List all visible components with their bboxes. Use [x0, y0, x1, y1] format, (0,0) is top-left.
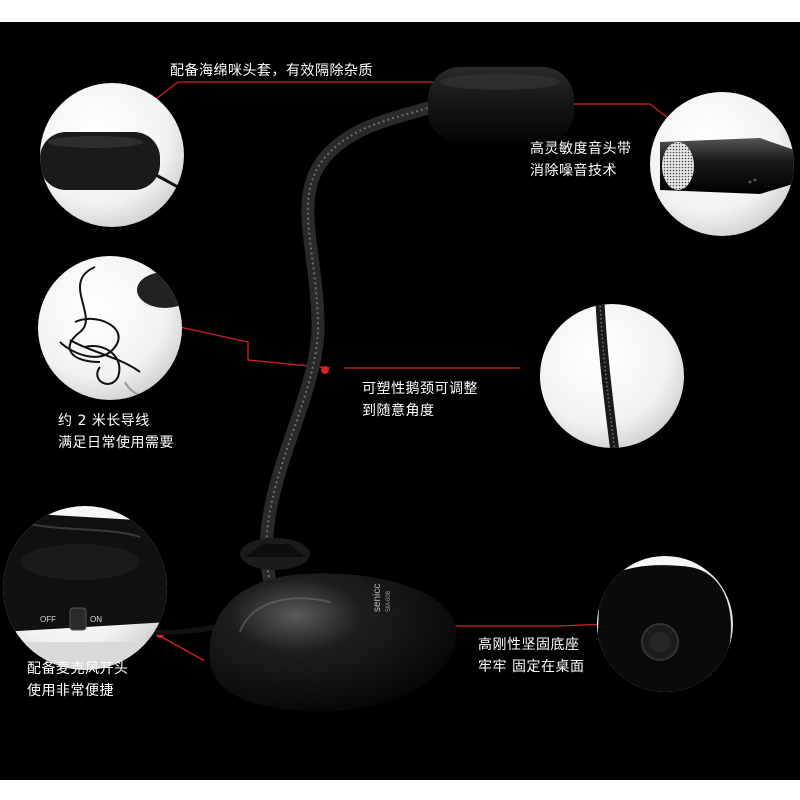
- callout-cable-line1: 约 2 米长导线: [58, 413, 150, 429]
- callout-base-line2: 牢牢 固定在桌面: [478, 659, 585, 675]
- switch-on-text: ON: [90, 615, 102, 624]
- callout-switch-line2: 使用非常便捷: [27, 683, 114, 699]
- detail-circle-base: [597, 556, 733, 692]
- detail-circle-mic-head: [650, 92, 794, 236]
- callout-base-line1: 高刚性坚固底座: [478, 637, 580, 653]
- microphone-main: senicc SM-008: [151, 67, 574, 726]
- microphone-illustration: senicc SM-008: [3, 67, 794, 726]
- callout-gooseneck: 可塑性鹅颈可调整 到随意角度: [362, 378, 478, 422]
- product-image: senicc SM-008: [0, 22, 800, 780]
- detail-circle-switch: OFF ON: [3, 506, 167, 670]
- callout-gooseneck-line2: 到随意角度: [362, 403, 435, 419]
- callout-cable: 约 2 米长导线 满足日常使用需要: [58, 410, 174, 454]
- callout-foam-cover: 配备海绵咪头套，有效隔除杂质: [170, 60, 373, 82]
- callout-base: 高刚性坚固底座 牢牢 固定在桌面: [478, 634, 584, 678]
- callout-switch-line1: 配备麦克风开头: [27, 661, 129, 677]
- detail-circle-gooseneck: [540, 304, 684, 448]
- callout-cable-line2: 满足日常使用需要: [58, 435, 174, 451]
- callout-mic-head-line1: 高灵敏度音头带: [530, 141, 632, 157]
- detail-circle-foam: [40, 83, 184, 227]
- callout-mic-head-line2: 消除噪音技术: [530, 163, 617, 179]
- brand-text: senicc: [372, 584, 383, 612]
- callout-foam-line1: 配备海绵咪头套，有效隔除杂质: [170, 63, 373, 79]
- callout-mic-head: 高灵敏度音头带 消除噪音技术: [530, 138, 632, 182]
- switch-off-text: OFF: [40, 615, 56, 624]
- model-text: SM-008: [386, 590, 392, 612]
- callout-gooseneck-line1: 可塑性鹅颈可调整: [362, 381, 478, 397]
- callout-switch: 配备麦克风开头 使用非常便捷: [27, 658, 129, 702]
- detail-circle-cable: [38, 256, 182, 400]
